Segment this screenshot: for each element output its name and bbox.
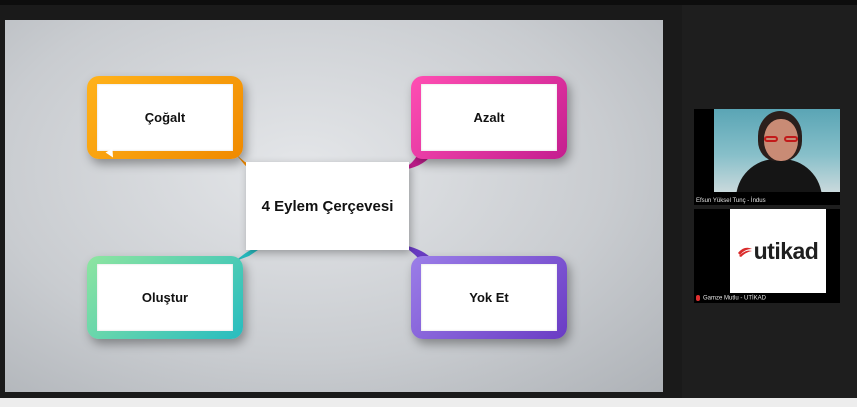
center-title-box: 4 Eylem Çerçevesi (246, 162, 409, 250)
utikad-swoosh-icon (737, 247, 752, 257)
card-yok-et: Yok Et (411, 256, 567, 339)
window-top-bar (0, 0, 857, 5)
participant-tile-logo[interactable]: utikad Gamze Mutlu - UTİKAD (694, 209, 840, 303)
participant-tile-video[interactable]: Efsun Yüksel Tunç - İndus (694, 109, 840, 205)
card-olustur: Oluştur (87, 256, 243, 339)
window-bottom-bar (0, 398, 857, 407)
utikad-logo-text: utikad (753, 237, 819, 264)
card-cogalt-label: Çoğalt (97, 84, 233, 151)
participant-name: Efsun Yüksel Tunç - İndus (696, 198, 766, 204)
card-azalt: Azalt (411, 76, 567, 159)
utikad-logo: utikad (737, 237, 819, 265)
mic-muted-icon (696, 295, 700, 302)
participant-name-text: Gamze Mutlu - UTİKAD (703, 296, 767, 302)
card-azalt-label: Azalt (421, 84, 557, 151)
glasses-icon (764, 136, 798, 142)
participant-name: Gamze Mutlu - UTİKAD (696, 295, 766, 302)
participant-logo-panel: utikad (730, 209, 826, 293)
participant-video (714, 109, 840, 192)
card-yok-et-label: Yok Et (421, 264, 557, 331)
center-title: 4 Eylem Çerçevesi (261, 197, 394, 215)
card-cogalt: Çoğalt (87, 76, 243, 159)
person-body (736, 159, 822, 192)
card-olustur-label: Oluştur (97, 264, 233, 331)
shared-screen-slide: Çoğalt Azalt Oluştur Yok Et 4 Eylem Çerç… (5, 20, 663, 392)
